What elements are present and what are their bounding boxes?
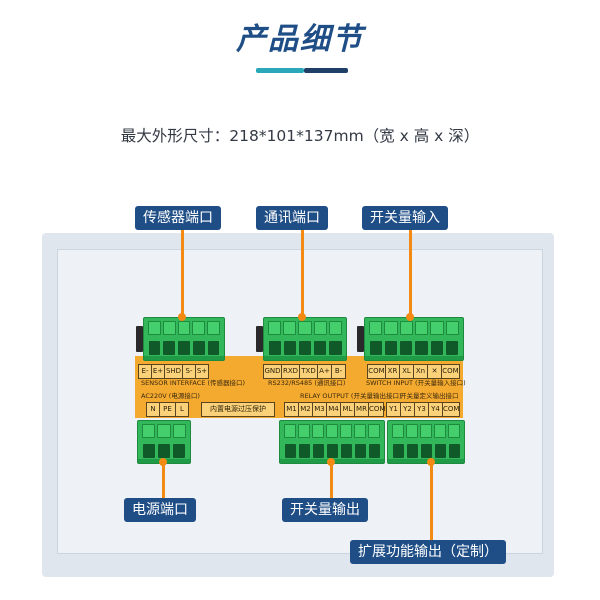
power-caption: AC220V (电源接口): [141, 392, 200, 400]
ext-output-terminal-block: [387, 420, 465, 464]
sensor-pin-labels: E- E+ SHD S- S+: [138, 364, 209, 379]
relay-pin-labels: M1 M2 M3 M4 ML MR COM: [284, 402, 385, 417]
leader-dot-switch-input: [406, 313, 414, 321]
leader-dot-switch-output: [327, 458, 335, 466]
sensor-interface-caption: SENSOR INTERFACE (传感器接口): [141, 379, 246, 387]
comm-pin-labels: GND RXD TXD A+ B-: [263, 364, 346, 379]
tag-switch-input: 开关量输入: [362, 206, 448, 230]
switch-input-caption: SWITCH INPUT (开关量输入接口): [366, 379, 466, 387]
leader-line-switch-output: [330, 462, 333, 498]
sensor-terminal-block: [136, 317, 225, 361]
leader-line-sensor: [181, 227, 184, 317]
leader-line-switch-input: [409, 227, 412, 317]
leader-dot-power: [159, 458, 167, 466]
title-underline-dark: [304, 68, 348, 73]
leader-dot-comm: [298, 313, 306, 321]
leader-line-power: [162, 462, 165, 498]
relay-output-caption: RELAY OUTPUT (开关量输出接口): [300, 392, 402, 400]
ext-output-caption: 开关量定义输出接口: [400, 392, 459, 400]
ext-pin-labels: Y1 Y2 Y3 Y4 COM: [386, 402, 460, 417]
tag-switch-output: 开关量输出: [282, 498, 368, 522]
leader-dot-ext-output: [427, 458, 435, 466]
relay-output-terminal-block: [279, 420, 385, 464]
comm-terminal-block: [256, 317, 347, 361]
comm-interface-caption: RS232/RS485 (通讯接口): [268, 379, 346, 387]
switch-input-pin-labels: COM XR XL Xn ✕ COM: [367, 364, 460, 379]
tag-power-port: 电源端口: [124, 498, 196, 522]
leader-dot-sensor: [178, 313, 186, 321]
tag-ext-output: 扩展功能输出（定制）: [350, 540, 506, 564]
leader-line-comm: [301, 227, 304, 317]
overvoltage-protection-label: 内置电源过压保护: [201, 402, 275, 417]
tag-sensor-port: 传感器端口: [135, 206, 221, 230]
switch-input-terminal-block: [357, 317, 464, 361]
power-terminal-block: [137, 420, 191, 464]
power-pin-labels: N PE L: [146, 402, 189, 417]
page-title: 产品细节: [236, 22, 364, 57]
tag-comm-port: 通讯端口: [256, 206, 328, 230]
dimensions-text: 最大外形尺寸：218*101*137mm（宽 x 高 x 深）: [120, 127, 480, 145]
leader-line-ext-output: [430, 462, 433, 540]
title-underline-teal: [256, 68, 304, 73]
